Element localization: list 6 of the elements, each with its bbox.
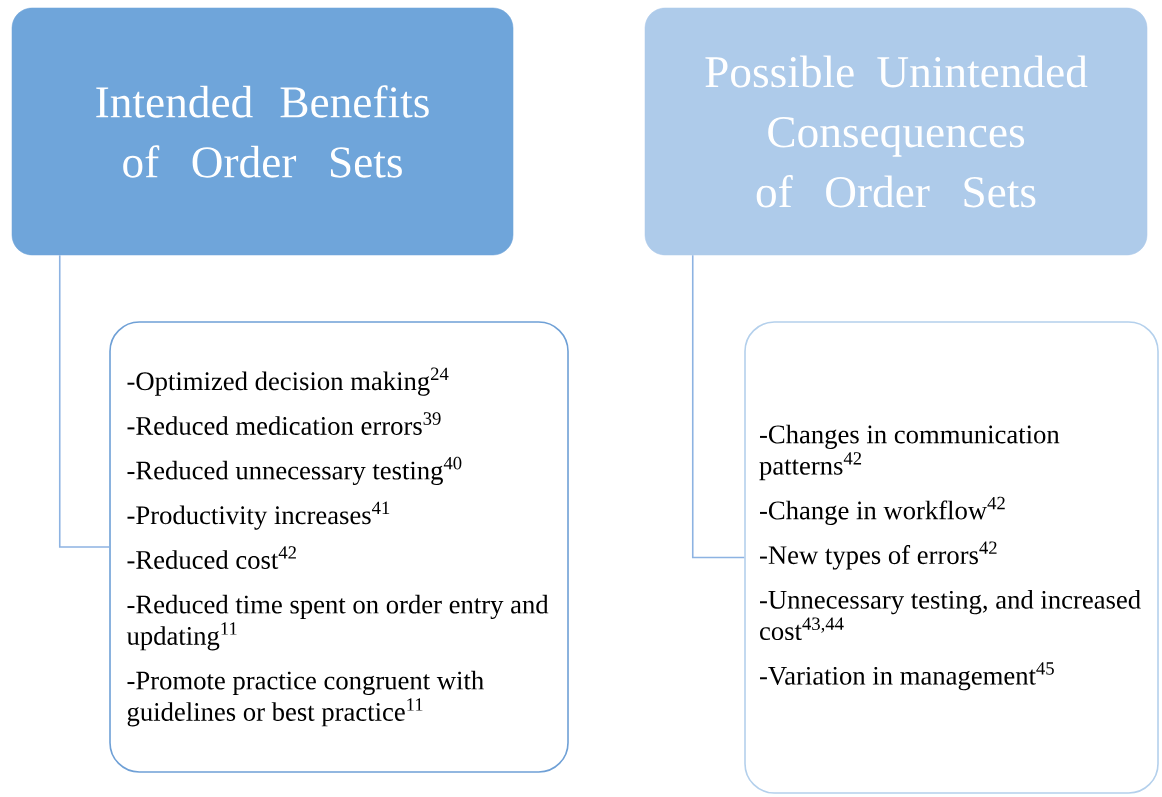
connector-line — [58, 254, 110, 548]
list-box: -Optimized decision making$^{24}$ -Reduced medication errors$^{39}$ -Reduced unnecessary testing$^{40}$ -Productivity increases$^{41}$ -Reduced cost$^{42}$ -Reduced time spent on order entry and updating$^{11}$ -Promote practice congruent with guidelines or best practice$^{11}$ — [109, 321, 569, 773]
header-box: Intended Benefits of Order Sets — [11, 7, 514, 256]
header-box: Possible Unintended Consequences of Order Sets — [644, 7, 1148, 256]
list-box: -Changes in communication patterns$^{42}$ -Change in workflow$^{42}$ -New types of errors$^{42}$ -Unnecessary testing, and increased cost$^{43,44}$ -Variation in management$^{45}$ — [744, 321, 1159, 794]
connector-line — [691, 254, 745, 559]
